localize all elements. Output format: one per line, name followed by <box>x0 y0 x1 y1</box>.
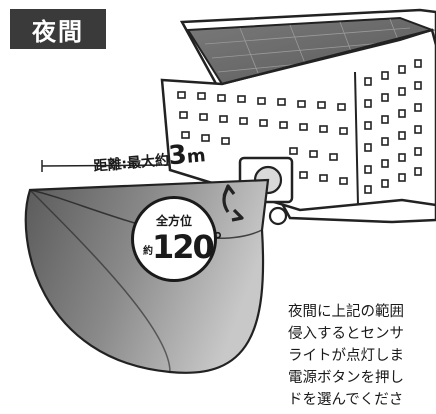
description-text: 夜間に上記の範囲 侵入するとセンサ ライトが点灯しま 電源ボタンを押し ドを選ん… <box>288 301 436 411</box>
description-line: 電源ボタンを押し <box>288 370 404 386</box>
description-line: 夜間に上記の範囲 <box>288 304 404 320</box>
description-line: ドを選んでくださ <box>288 392 404 408</box>
led-array <box>177 59 422 194</box>
detection-angle-badge: 全方位 約 120° <box>131 196 223 282</box>
description-line: ライトが点灯しま <box>288 348 404 364</box>
description-line: 侵入するとセンサ <box>288 326 404 342</box>
page-title: 夜間 <box>10 9 106 49</box>
power-button-icon <box>268 206 288 226</box>
